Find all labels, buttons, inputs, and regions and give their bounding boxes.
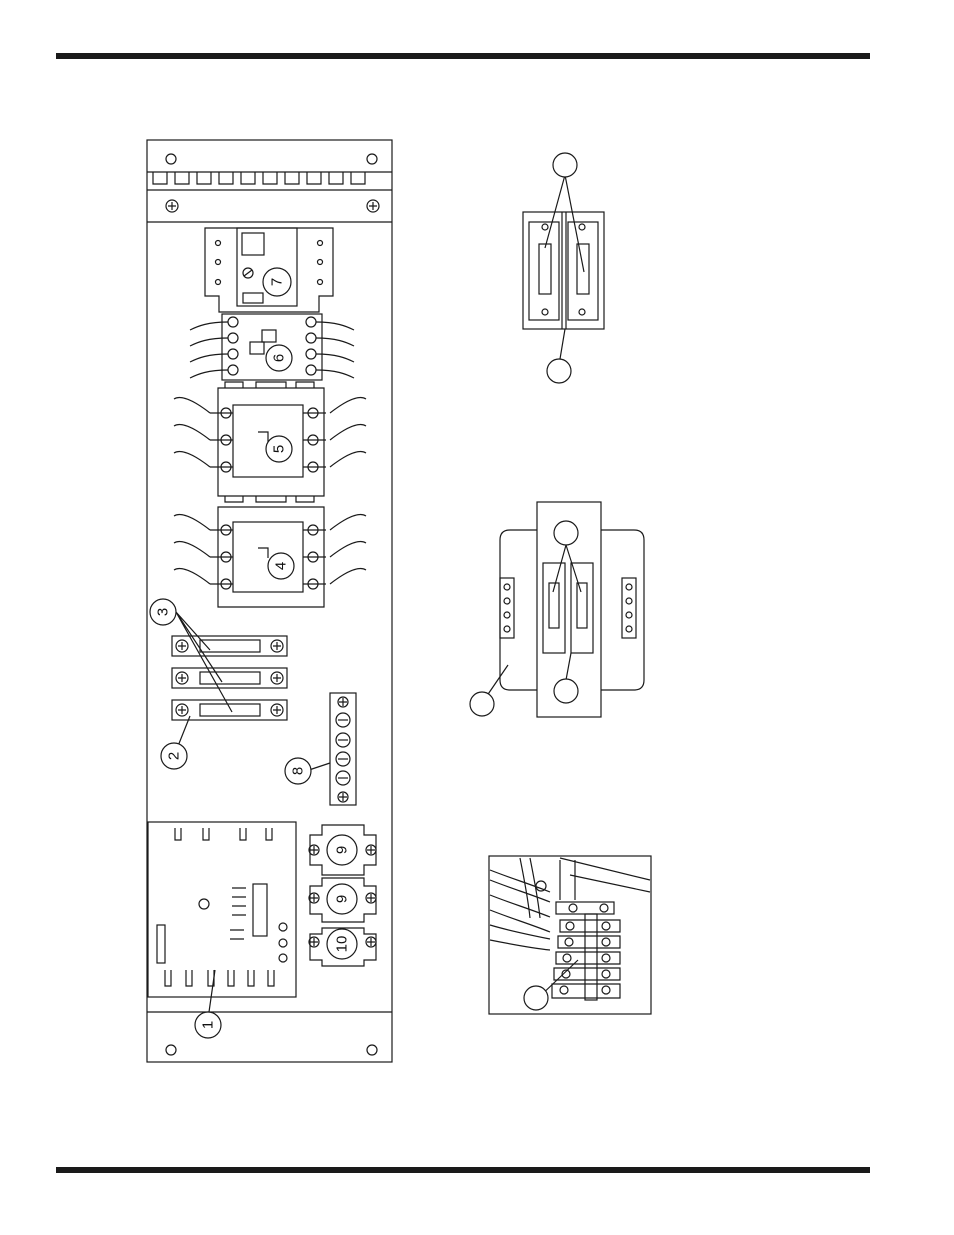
component-8-terminal-strip bbox=[330, 693, 356, 805]
callout-1: 1 bbox=[195, 1012, 221, 1038]
callout-9-top: 9 bbox=[327, 835, 357, 865]
callout-5: 5 bbox=[266, 436, 292, 462]
svg-text:7: 7 bbox=[269, 278, 286, 286]
callout-8: 8 bbox=[285, 758, 311, 784]
callout-10: 10 bbox=[327, 929, 357, 959]
svg-text:10: 10 bbox=[334, 936, 351, 953]
detail-wiring-terminals bbox=[489, 856, 651, 1014]
callout-9-middle: 9 bbox=[327, 884, 357, 914]
svg-text:9: 9 bbox=[334, 895, 351, 903]
callout-4: 4 bbox=[268, 553, 294, 579]
svg-text:8: 8 bbox=[290, 767, 307, 775]
svg-text:5: 5 bbox=[271, 445, 288, 453]
component-1-board bbox=[148, 822, 296, 997]
callout-2: 2 bbox=[161, 743, 187, 769]
svg-text:9: 9 bbox=[334, 846, 351, 854]
svg-text:6: 6 bbox=[271, 354, 288, 362]
svg-text:2: 2 bbox=[166, 752, 183, 760]
svg-text:3: 3 bbox=[155, 608, 172, 616]
svg-text:1: 1 bbox=[200, 1021, 217, 1029]
component-4-block bbox=[174, 507, 366, 607]
callout-3: 3 bbox=[150, 599, 176, 625]
svg-text:4: 4 bbox=[273, 562, 290, 570]
detail-fuse-pair bbox=[523, 175, 604, 365]
callout-6: 6 bbox=[266, 345, 292, 371]
callout-7: 7 bbox=[263, 268, 291, 296]
